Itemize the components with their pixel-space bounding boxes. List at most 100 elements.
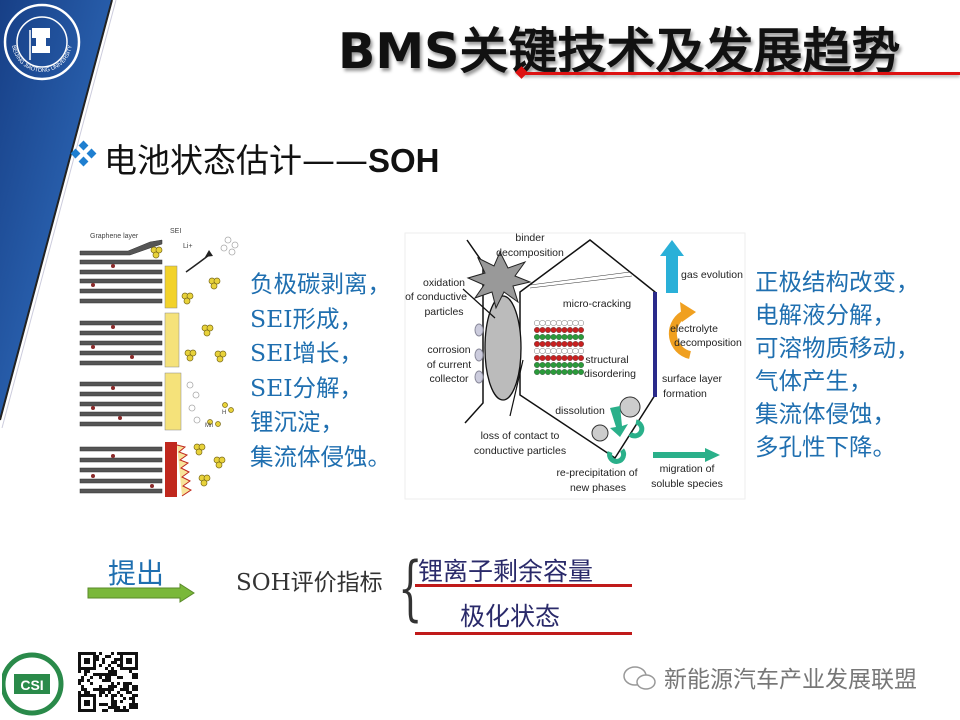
lattice-atom — [577, 319, 584, 326]
cathode-text-line: 可溶物质移动， — [755, 334, 920, 362]
lattice-atom — [572, 361, 579, 368]
lattice-atom — [561, 326, 568, 333]
diamond-bullet-icon — [70, 140, 97, 167]
lattice-atom — [533, 361, 540, 368]
lattice-atom — [572, 354, 579, 361]
lattice-atom — [533, 368, 540, 375]
lattice-atom — [533, 340, 540, 347]
section-title-en: SOH — [368, 142, 440, 179]
lattice-atom — [572, 347, 579, 354]
lattice-atom — [577, 354, 584, 361]
lattice-atom — [566, 333, 573, 340]
lattice-atom — [533, 354, 540, 361]
cathode-text-line: 气体产生， — [755, 367, 873, 395]
brace: { — [398, 547, 423, 629]
label-new-phases: new phases — [570, 482, 626, 494]
lattice-atom — [577, 361, 584, 368]
anode-text-line: 负极碳剥离， — [250, 270, 391, 298]
label-soluble-species: soluble species — [651, 478, 723, 490]
label-structural: structural — [585, 354, 628, 366]
lattice-atom — [544, 347, 551, 354]
label-dissolution: dissolution — [555, 405, 605, 417]
lattice-atom — [572, 319, 579, 326]
section-title: 电池状态估计——SOH — [104, 134, 440, 182]
label-formation: formation — [663, 388, 707, 400]
csi-logo: CSI — [2, 652, 64, 716]
lattice-atom — [561, 354, 568, 361]
lattice-atom — [539, 319, 546, 326]
metric-underline — [415, 584, 632, 587]
cathode-text-line: 正极结构改变， — [755, 268, 920, 296]
lattice-atom — [572, 333, 579, 340]
lattice-atom — [566, 361, 573, 368]
qr-code[interactable] — [78, 652, 140, 716]
label-collector: collector — [429, 373, 469, 385]
title-underline — [522, 72, 960, 75]
lattice-atom — [555, 340, 562, 347]
propose-label: 提出 — [108, 557, 165, 590]
lattice-atom — [577, 333, 584, 340]
lattice-atom — [539, 333, 546, 340]
mn-label: Mn — [205, 423, 213, 429]
lattice-atom — [539, 340, 546, 347]
graphene-layer-label: Graphene layer — [90, 233, 139, 240]
metric-underline — [415, 632, 632, 635]
anode-text-line: SEI形成， — [250, 304, 364, 333]
li-label: Li+ — [183, 243, 193, 250]
label-binder-decomposition: decomposition — [496, 247, 564, 259]
lattice-atom — [544, 319, 551, 326]
cathode-text-line: 多孔性下降。 — [755, 433, 896, 461]
lattice-atom — [544, 361, 551, 368]
lattice-atom — [555, 319, 562, 326]
green-arrow-icon — [87, 583, 195, 603]
anode-degradation-diagram: Graphene layer SEI Li+ H Mn — [62, 218, 248, 503]
lattice-atom — [577, 326, 584, 333]
lattice-atom — [550, 347, 557, 354]
anode-text-line: SEI增长， — [250, 339, 364, 367]
lattice-atom — [533, 333, 540, 340]
lattice-atom — [577, 340, 584, 347]
label-re-precipitation: re-precipitation of — [556, 467, 637, 479]
lattice-atom — [566, 319, 573, 326]
label-micro-cracking: micro-cracking — [563, 298, 631, 310]
lattice-atom — [544, 326, 551, 333]
label-of-conductive: of conductive — [405, 291, 467, 303]
label-migration: migration of — [660, 463, 715, 475]
label-electrolyte: electrolyte — [670, 323, 718, 335]
lattice-atom — [539, 354, 546, 361]
anode-text-line: SEI分解， — [250, 373, 364, 402]
lattice-atom — [550, 326, 557, 333]
lattice-atom — [550, 368, 557, 375]
cathode-degradation-text: 正极结构改变， 电解液分解， 可溶物质移动， 气体产生， 集流体侵蚀， 多孔性下… — [755, 266, 920, 464]
lattice-atom — [561, 347, 568, 354]
lattice-atom — [539, 361, 546, 368]
soh-metrics-label: SOH评价指标 — [236, 570, 383, 596]
lattice-atom — [550, 319, 557, 326]
lattice-atom — [577, 368, 584, 375]
label-particles: particles — [424, 306, 463, 318]
lattice-atom — [566, 326, 573, 333]
lattice-atom — [577, 347, 584, 354]
cathode-degradation-diagram: binder decomposition oxidation of conduc… — [404, 232, 746, 500]
metric-remaining-capacity: 锂离子剩余容量 — [418, 557, 594, 586]
section-title-cn: 电池状态估计—— — [104, 141, 368, 180]
lattice-atom — [561, 361, 568, 368]
csi-logo-text: CSI — [20, 677, 43, 693]
anode-text-line: 锂沉淀， — [250, 408, 344, 436]
lattice-atom — [566, 340, 573, 347]
metric-polarization: 极化状态 — [460, 602, 561, 631]
lattice-atom — [555, 361, 562, 368]
page-title: BMS关键技术及发展趋势 — [338, 23, 901, 80]
lattice-atom — [555, 326, 562, 333]
label-surface-layer: surface layer — [662, 373, 723, 385]
lattice-atom — [550, 333, 557, 340]
crystal-lattice — [533, 319, 584, 375]
label-corrosion: corrosion — [427, 344, 470, 356]
h-label: H — [222, 410, 226, 416]
lattice-atom — [555, 347, 562, 354]
label-loss-of-contact: loss of contact to — [481, 430, 560, 442]
lattice-atom — [533, 326, 540, 333]
lattice-atom — [561, 319, 568, 326]
lattice-atom — [544, 368, 551, 375]
